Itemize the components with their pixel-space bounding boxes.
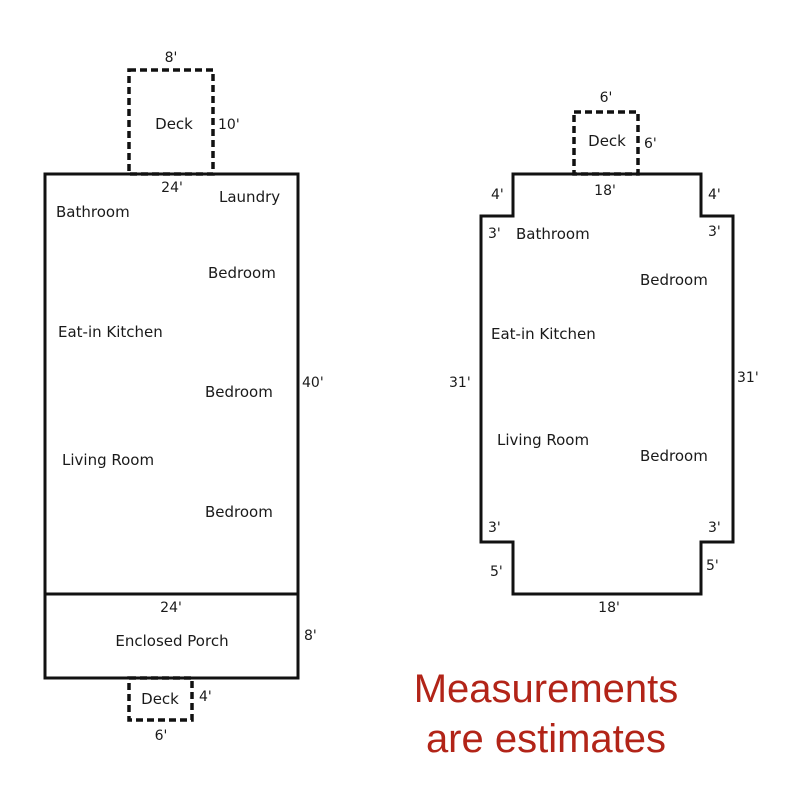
left-enclosed-porch — [43, 592, 300, 680]
right-room-bedroom-1: Bedroom — [640, 271, 708, 289]
right-step-top-left-depth: 4' — [491, 187, 504, 203]
left-bottom-deck-depth: 4' — [199, 689, 212, 705]
right-step-bottom-right-inset: 3' — [708, 520, 721, 536]
right-top-width: 18' — [594, 183, 616, 199]
left-house-width: 24' — [161, 180, 183, 196]
right-floor-plan: 6' Deck 6' 18' 4' 3' 4' 3' 31' 31' 3' 5'… — [449, 90, 759, 616]
left-room-kitchen: Eat-in Kitchen — [58, 323, 163, 341]
estimate-note: Measurements are estimates — [414, 667, 679, 761]
right-step-top-right-depth: 4' — [708, 187, 721, 203]
left-top-deck — [127, 68, 215, 176]
right-room-kitchen: Eat-in Kitchen — [491, 325, 596, 343]
left-room-bedroom-2: Bedroom — [205, 383, 273, 401]
left-porch-width: 24' — [160, 600, 182, 616]
right-step-bottom-left-depth: 5' — [490, 564, 503, 580]
left-room-bathroom: Bathroom — [56, 203, 130, 221]
left-top-deck-width: 8' — [165, 50, 178, 66]
left-room-bedroom-1: Bedroom — [208, 264, 276, 282]
left-house-length: 40' — [302, 375, 324, 391]
right-deck-width: 6' — [600, 90, 613, 106]
right-step-bottom-right-depth: 5' — [706, 558, 719, 574]
note-line-2: are estimates — [426, 717, 666, 761]
right-step-bottom-left-inset: 3' — [488, 520, 501, 536]
left-top-deck-depth: 10' — [218, 117, 240, 133]
left-bottom-deck-width: 6' — [155, 728, 168, 744]
right-house-outline — [479, 172, 735, 596]
left-floor-plan: 8' Deck 10' 24' 40' Bathroom Laundry Bed… — [43, 50, 324, 744]
right-room-bathroom: Bathroom — [516, 225, 590, 243]
right-step-top-left-inset: 3' — [488, 226, 501, 242]
right-deck-depth: 6' — [644, 136, 657, 152]
right-room-living: Living Room — [497, 431, 589, 449]
left-room-living: Living Room — [62, 451, 154, 469]
left-top-deck-label: Deck — [155, 115, 193, 133]
left-room-bedroom-3: Bedroom — [205, 503, 273, 521]
left-bottom-deck-label: Deck — [141, 690, 179, 708]
right-step-top-right-inset: 3' — [708, 224, 721, 240]
right-right-length: 31' — [737, 370, 759, 386]
left-porch-label: Enclosed Porch — [115, 632, 228, 650]
right-left-length: 31' — [449, 375, 471, 391]
left-room-laundry: Laundry — [219, 188, 280, 206]
note-line-1: Measurements — [414, 667, 679, 711]
right-bottom-width: 18' — [598, 600, 620, 616]
left-bottom-deck — [127, 676, 194, 722]
left-porch-depth: 8' — [304, 628, 317, 644]
right-room-bedroom-2: Bedroom — [640, 447, 708, 465]
right-deck-label: Deck — [588, 132, 626, 150]
